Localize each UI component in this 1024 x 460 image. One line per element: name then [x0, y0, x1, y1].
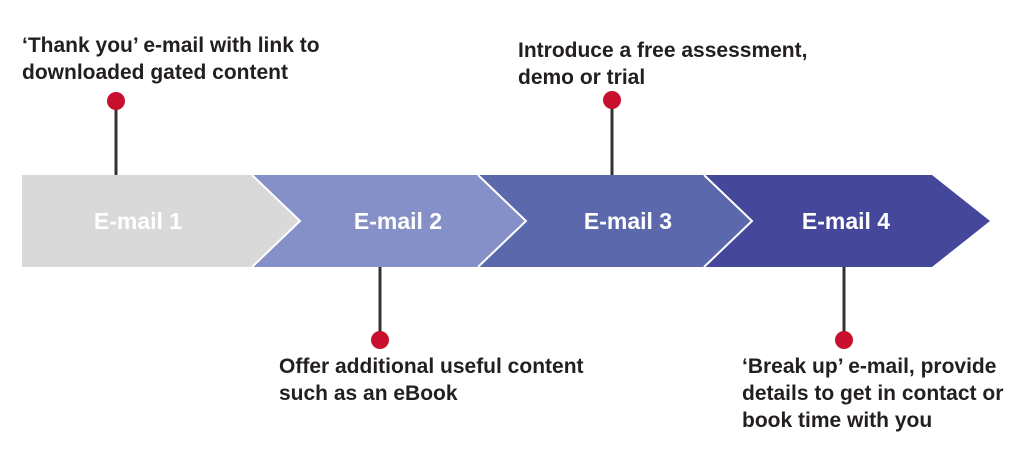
step-3-marker — [603, 91, 621, 109]
step-2-marker — [371, 331, 389, 349]
chevron-divider — [477, 174, 528, 268]
step-4-marker — [835, 331, 853, 349]
chevron-divider — [703, 174, 754, 268]
step-3-label: E-mail 3 — [584, 208, 672, 234]
step-1-label: E-mail 1 — [94, 208, 182, 234]
step-1-annotation: ‘Thank you’ e-mail with link to download… — [22, 34, 320, 84]
step-1-chevron — [22, 175, 300, 267]
step-3-annotation: Introduce a free assessment, demo or tri… — [518, 39, 808, 89]
step-4-annotation: ‘Break up’ e-mail, provide details to ge… — [742, 355, 1004, 432]
annotation-connectors — [107, 91, 853, 349]
step-2-chevron — [252, 175, 526, 267]
timeline-arrow — [22, 174, 990, 268]
step-1-marker — [107, 92, 125, 110]
chevron-divider — [251, 174, 302, 268]
step-2-label: E-mail 2 — [354, 208, 442, 234]
step-2-annotation: Offer additional useful content such as … — [279, 355, 584, 405]
step-4-chevron — [704, 175, 990, 267]
step-4-label: E-mail 4 — [802, 208, 890, 234]
step-3-chevron — [478, 175, 752, 267]
